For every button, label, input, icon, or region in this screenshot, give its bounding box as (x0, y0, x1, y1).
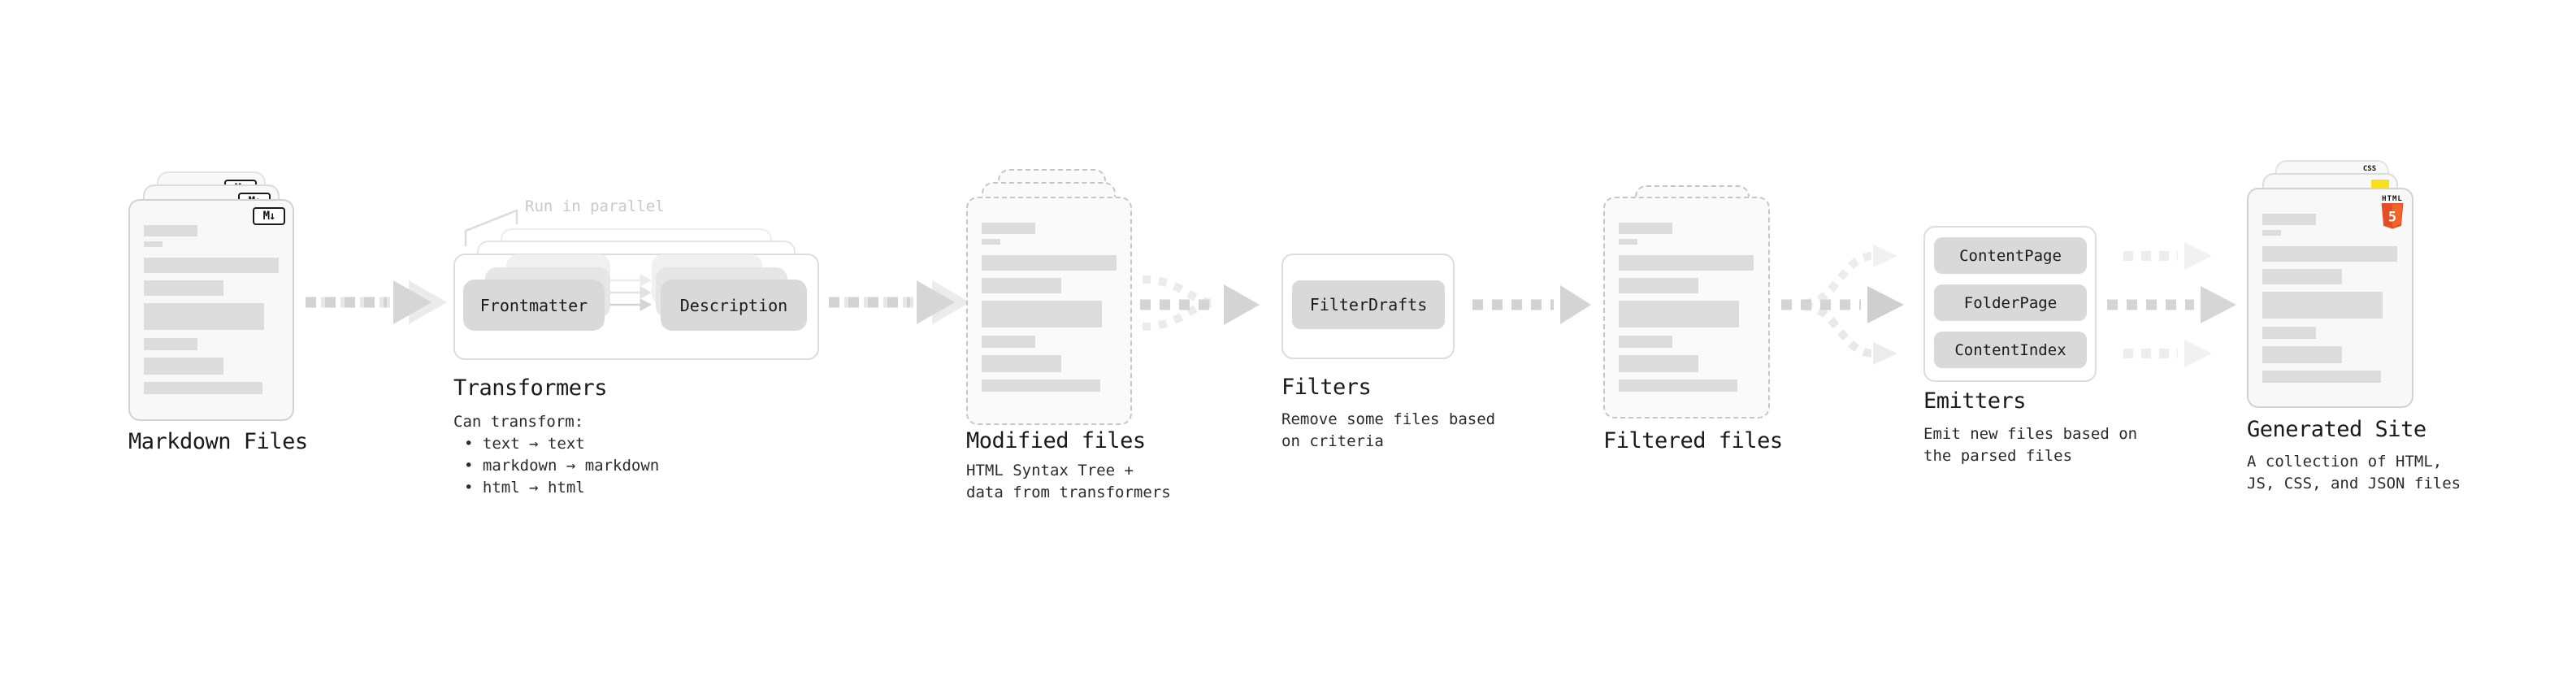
modified-files-subtitle: HTML Syntax Tree + data from transformer… (966, 462, 1171, 501)
bullet-item: • html → html (464, 479, 585, 497)
css-icon-label: CSS (2362, 165, 2377, 173)
html5-number: 5 (2388, 210, 2396, 225)
arrow-filtered-to-emitters-fork (1781, 245, 1904, 365)
filtered-file-card-front (1603, 197, 1770, 419)
modified-files-title: Modified files (966, 428, 1146, 453)
modified-file-card-front (966, 197, 1132, 425)
run-in-parallel-leader-line (464, 209, 518, 246)
document-content-placeholder (982, 223, 1120, 392)
generated-file-card-html: HTML 5 (2247, 188, 2413, 408)
transformers-heading: Can transform: (453, 413, 584, 431)
markdown-file-card-front: M↓ (128, 199, 294, 421)
generated-site-title: Generated Site (2247, 417, 2426, 442)
document-content-placeholder (2262, 214, 2400, 383)
markdown-icon: M↓ (253, 207, 285, 225)
filterdrafts-node: FilterDrafts (1292, 280, 1445, 329)
arrow-modified-to-filters-merge (1140, 275, 1260, 331)
document-content-placeholder (144, 225, 282, 394)
transformers-title: Transformers (453, 375, 608, 401)
contentpage-node: ContentPage (1934, 237, 2087, 274)
bullet-item: • markdown → markdown (464, 457, 660, 475)
arrow-markdown-to-transformers (306, 280, 447, 324)
emitters-subtitle: Emit new files based on the parsed files (1923, 425, 2138, 465)
bullet-item: • text → text (464, 435, 585, 453)
filtered-files-title: Filtered files (1603, 428, 1783, 453)
html5-icon-label: HTML (2382, 195, 2403, 203)
run-in-parallel-note: Run in parallel (525, 197, 665, 215)
contentindex-node: ContentIndex (1934, 332, 2087, 368)
folderpage-node: FolderPage (1934, 284, 2087, 321)
html5-shield: 5 (2381, 203, 2404, 229)
arrows-emitters-to-generated (2107, 242, 2236, 367)
arrow-transformers-to-modified (829, 280, 970, 324)
markdown-files-title: Markdown Files (128, 429, 308, 454)
transformers-bullet-list: • text → text • markdown → markdown • ht… (453, 433, 659, 499)
emitters-title: Emitters (1923, 388, 2027, 414)
parallel-flow-arrows (609, 274, 653, 311)
filters-subtitle: Remove some files based on criteria (1281, 410, 1496, 450)
html5-icon: HTML 5 (2380, 195, 2405, 233)
document-content-placeholder (1619, 223, 1757, 392)
generated-site-subtitle: A collection of HTML, JS, CSS, and JSON … (2247, 453, 2461, 492)
filters-title: Filters (1281, 375, 1372, 400)
description-node: Description (661, 280, 807, 331)
arrow-filters-to-filtered (1472, 285, 1591, 324)
frontmatter-node: Frontmatter (463, 280, 605, 331)
